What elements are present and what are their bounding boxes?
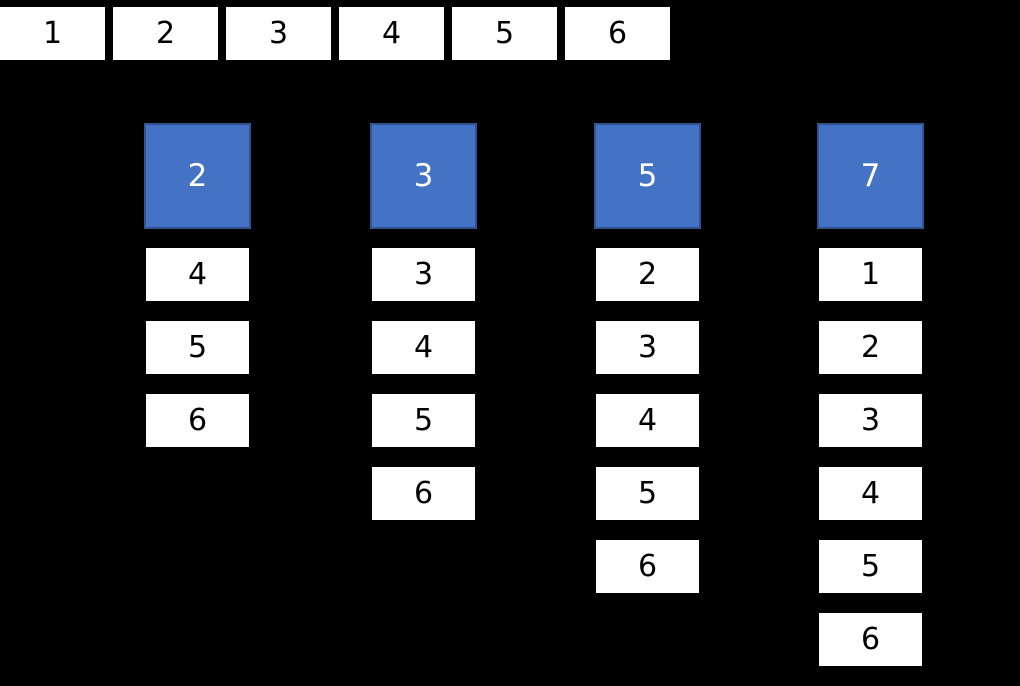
column-value-cell[interactable]: 5 <box>596 467 699 520</box>
index-cell[interactable]: 3 <box>226 7 331 60</box>
column-header-cell[interactable]: 2 <box>144 123 251 229</box>
index-cell[interactable]: 6 <box>565 7 670 60</box>
column-value-cell[interactable]: 3 <box>372 248 475 301</box>
column-value-cell[interactable]: 2 <box>596 248 699 301</box>
column-value-cell[interactable]: 4 <box>372 321 475 374</box>
column-value-cell[interactable]: 6 <box>372 467 475 520</box>
column-value-cell[interactable]: 5 <box>146 321 249 374</box>
index-cell[interactable]: 1 <box>0 7 105 60</box>
index-cell[interactable]: 2 <box>113 7 218 60</box>
column-value-cell[interactable]: 6 <box>146 394 249 447</box>
column-value-cell[interactable]: 6 <box>819 613 922 666</box>
column-value-cell[interactable]: 1 <box>819 248 922 301</box>
column-value-cell[interactable]: 3 <box>596 321 699 374</box>
column-value-cell[interactable]: 5 <box>819 540 922 593</box>
column-value-cell[interactable]: 4 <box>819 467 922 520</box>
column-value-cell[interactable]: 6 <box>596 540 699 593</box>
column-value-cell[interactable]: 4 <box>146 248 249 301</box>
column-value-cell[interactable]: 3 <box>819 394 922 447</box>
column-value-cell[interactable]: 4 <box>596 394 699 447</box>
column-value-cell[interactable]: 5 <box>372 394 475 447</box>
column-header-cell[interactable]: 5 <box>594 123 701 229</box>
column-value-cell[interactable]: 2 <box>819 321 922 374</box>
column-header-cell[interactable]: 3 <box>370 123 477 229</box>
index-cell[interactable]: 5 <box>452 7 557 60</box>
column-header-cell[interactable]: 7 <box>817 123 924 229</box>
index-cell[interactable]: 4 <box>339 7 444 60</box>
